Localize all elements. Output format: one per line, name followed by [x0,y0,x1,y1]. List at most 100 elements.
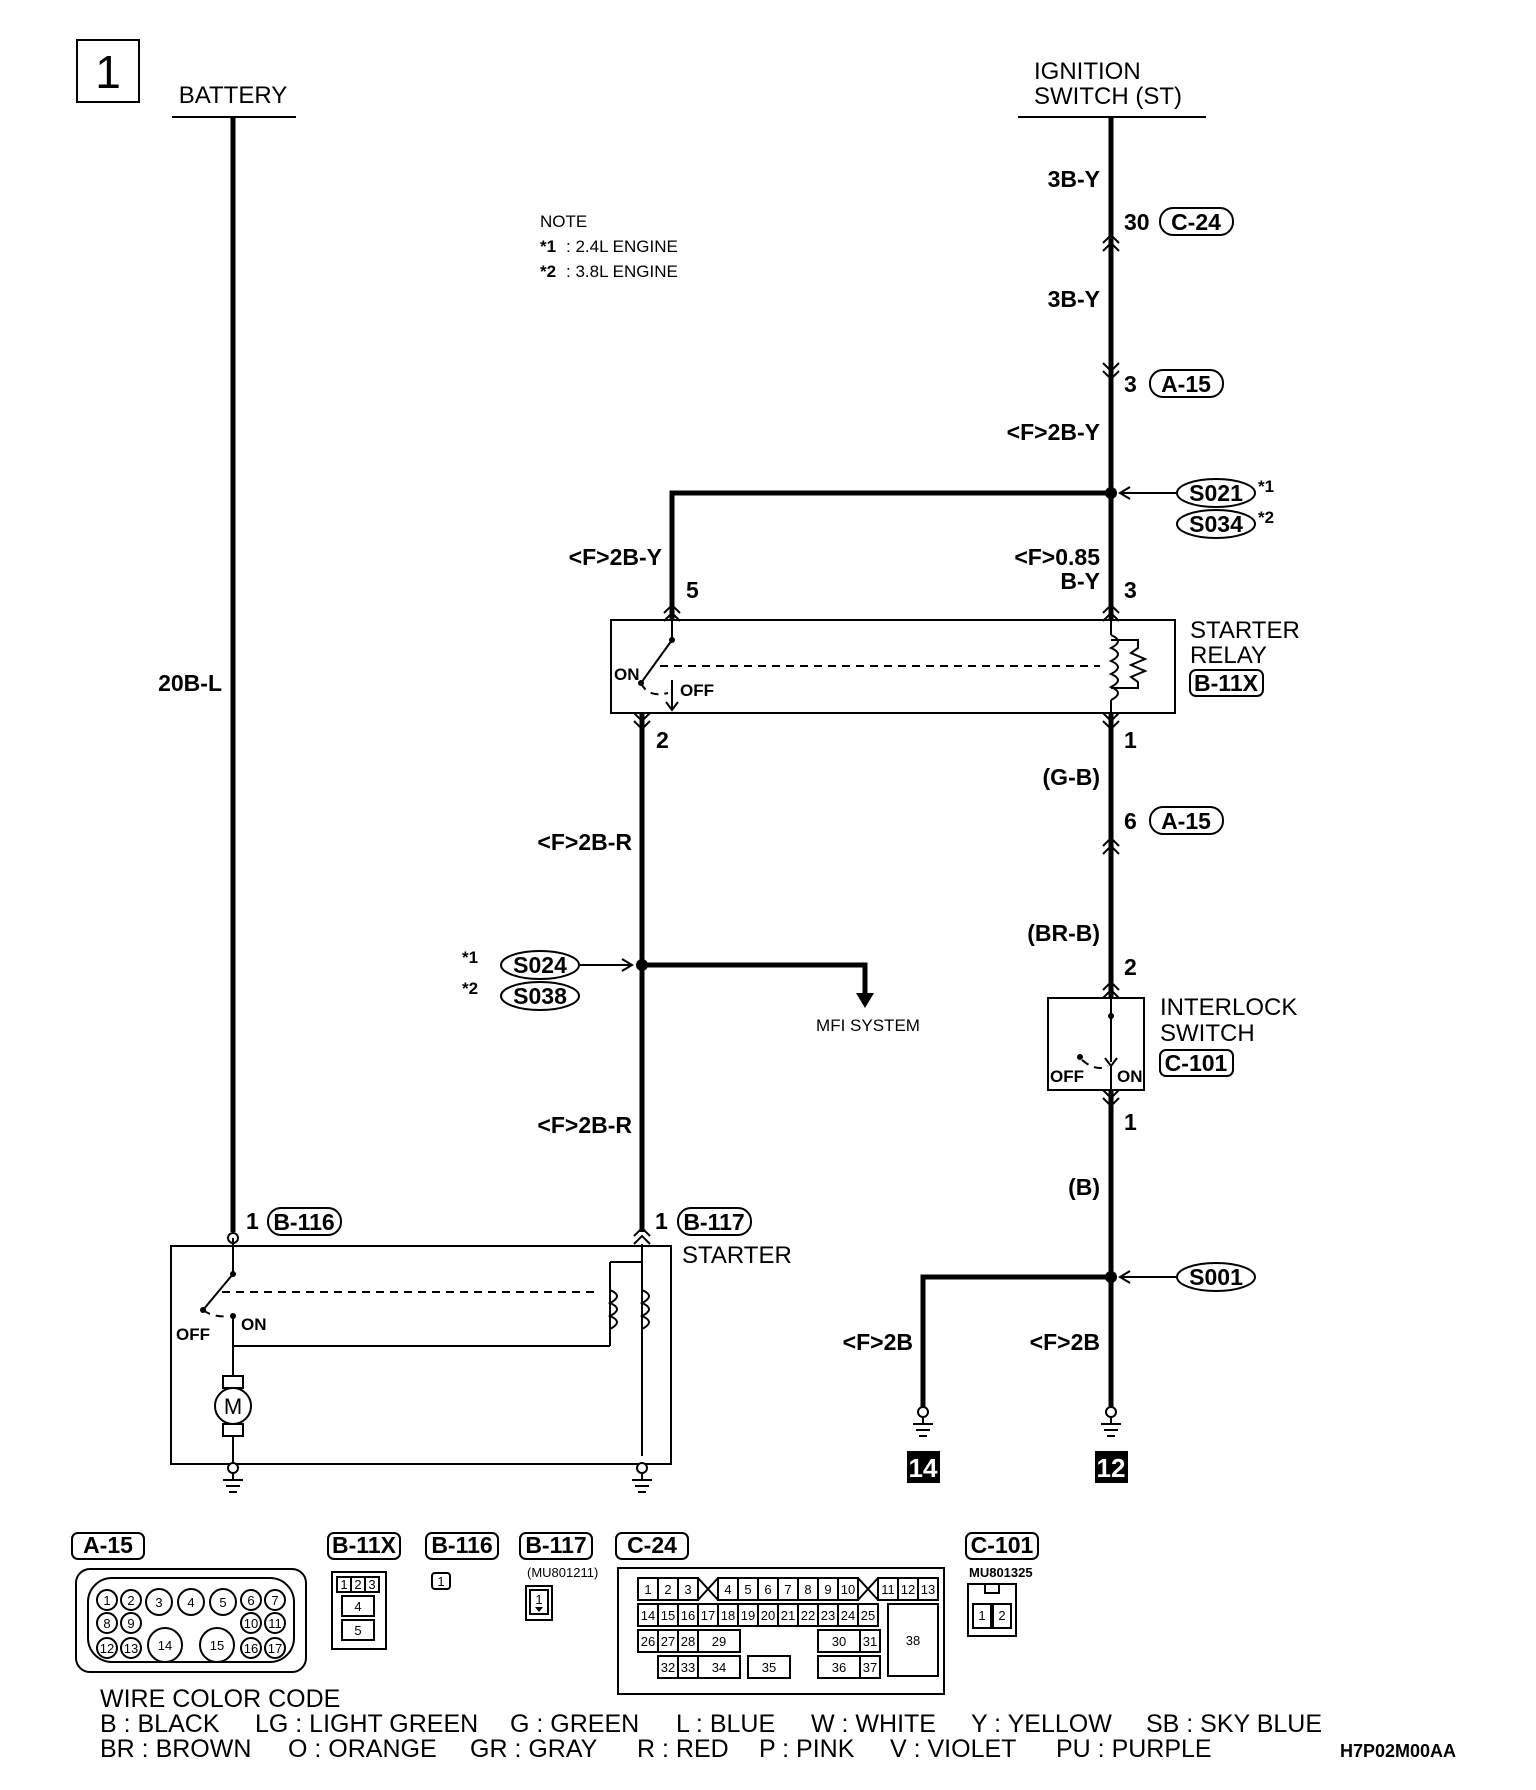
conn-c24-pin-cell [857,1603,879,1627]
conn-c101-label: C-101 [971,1532,1034,1558]
conn-a15-pin-circle [209,1588,237,1616]
conn-c24-pin: 7 [784,1582,791,1597]
conn-c24-pin: 27 [661,1634,675,1649]
wire-color-code-entry: B : BLACK [100,1710,220,1738]
relay-pin5-feed-wire [669,490,1111,620]
splice-s024-oval [500,950,580,980]
conn-a15-pin-circle [120,1612,142,1634]
conn-a15-pin-circle [96,1637,118,1659]
splice-s024-arrowhead [621,958,634,972]
motor-housing-top [222,1375,244,1389]
conn-c24-pin: 24 [841,1608,855,1623]
conn-b116-pin: 1 [437,1574,444,1589]
wire-label-g-b: (G-B) [1043,764,1100,790]
conn-b117-pin-box [529,1589,549,1615]
splice-s038: S038 [513,983,567,1009]
connector-a15-top-box [1149,369,1224,398]
conn-a15-pin: 1 [103,1593,110,1608]
wire-color-code-entry: LG : LIGHT GREEN [255,1710,478,1738]
relay-pin3: 3 [1124,577,1137,603]
ignition-label-line1: IGNITION [1034,58,1141,85]
conn-a15-pin: 17 [268,1641,282,1656]
conn-a15-pin: 16 [244,1641,258,1656]
relay-pin1: 1 [1124,727,1137,753]
conn-c101-latch [984,1584,1000,1594]
connector-a15-bottom-box [1149,806,1224,835]
figure-code: H7P02M00AA [1340,1741,1456,1761]
wire-label-20b-l: 20B-L [158,670,222,696]
starter-off-curve [202,1309,230,1318]
splice-s038-mark: *2 [462,979,478,998]
conn-c24-pin: 31 [863,1634,877,1649]
note-line1-text: : 2.4L ENGINE [566,237,678,256]
pin-a15-bottom: 6 [1124,808,1137,834]
interlock-on-label: ON [1117,1067,1143,1086]
splice-s038-oval [500,981,580,1011]
relay-pin5: 5 [686,577,699,603]
interlock-pin1: 1 [1124,1109,1137,1135]
wire-color-code-entry: PU : PURPLE [1056,1735,1212,1763]
conn-c24-pin-cell [859,1655,881,1679]
wire-color-code-entry: Y : YELLOW [971,1710,1112,1738]
connector-a15-top-symbol [1102,362,1120,381]
splice-s034-oval [1176,509,1256,539]
conn-c24-pin: 35 [762,1660,776,1675]
starter-off-label: OFF [176,1325,210,1344]
conn-b11x-label: B-11X [332,1532,397,1558]
connector-a15-bottom-id: A-15 [1161,808,1211,834]
conn-c24-pin: 21 [781,1608,795,1623]
wire-color-code-entry: V : VIOLET [890,1735,1016,1763]
conn-a15-label: A-15 [83,1532,133,1558]
connector-b117-box [677,1207,752,1236]
ground-left-wire [920,1274,1111,1408]
starter-relay-label-line2: RELAY [1190,642,1267,669]
starter-relay-id-box [1189,669,1264,697]
conn-c24-pin: 4 [724,1582,731,1597]
ground-left-terminal [917,1406,929,1418]
wire-color-code-entry: P : PINK [759,1735,855,1763]
starter-ground-right-terminal [636,1462,648,1474]
connector-c24-box [1159,207,1234,236]
wire-color-code-entry: BR : BROWN [100,1735,251,1763]
conn-c101-pin1-box [972,1603,992,1629]
starter-ground-right-icon [632,1473,652,1493]
conn-c24-pin: 1 [644,1582,651,1597]
connector-c24-id: C-24 [1171,209,1221,235]
splice-s021-oval [1176,478,1256,508]
mfi-branch-wire [642,962,868,995]
conn-c24-pin-cell [677,1577,699,1601]
conn-a15-pin-circle [240,1637,262,1659]
interlock-off-curve [1081,1059,1109,1069]
conn-c24-pin: 29 [712,1634,726,1649]
conn-b116-label: B-116 [431,1532,492,1558]
conn-c24-label: C-24 [627,1532,677,1558]
relay-off-label: OFF [680,681,714,700]
conn-b11x-pins: 1 2 3 4 5 [336,1576,380,1641]
conn-a15-pin: 6 [247,1593,254,1608]
battery-label: BATTERY [179,82,287,109]
conn-b116-label-box [425,1532,499,1560]
conn-c24-pin: 28 [681,1634,695,1649]
conn-c101-part: MU801325 [969,1565,1033,1580]
page-number-box [76,39,140,103]
conn-a15-pin-circle [145,1588,173,1616]
conn-a15-pin-circle [120,1637,142,1659]
conn-c24-pin-cell [697,1655,741,1679]
motor-symbol: M [224,1394,242,1419]
conn-c24-pin: 14 [641,1608,655,1623]
wire-label-b: (B) [1068,1174,1100,1200]
interlock-label-line2: SWITCH [1160,1020,1255,1047]
conn-c24-pin: 18 [721,1608,735,1623]
conn-a15-pin: 11 [268,1616,282,1631]
conn-c24-pin: 13 [921,1582,935,1597]
conn-c24-pin: 30 [832,1634,846,1649]
conn-c24-pin-cell [859,1629,881,1653]
conn-c24-pin-cell [837,1577,859,1601]
ground-ref-right-box [1095,1451,1128,1483]
connector-b117-id: B-117 [683,1209,744,1235]
relay-off-curve [640,682,669,696]
conn-b11x-outline [331,1571,387,1650]
conn-c24-pin: 26 [641,1634,655,1649]
